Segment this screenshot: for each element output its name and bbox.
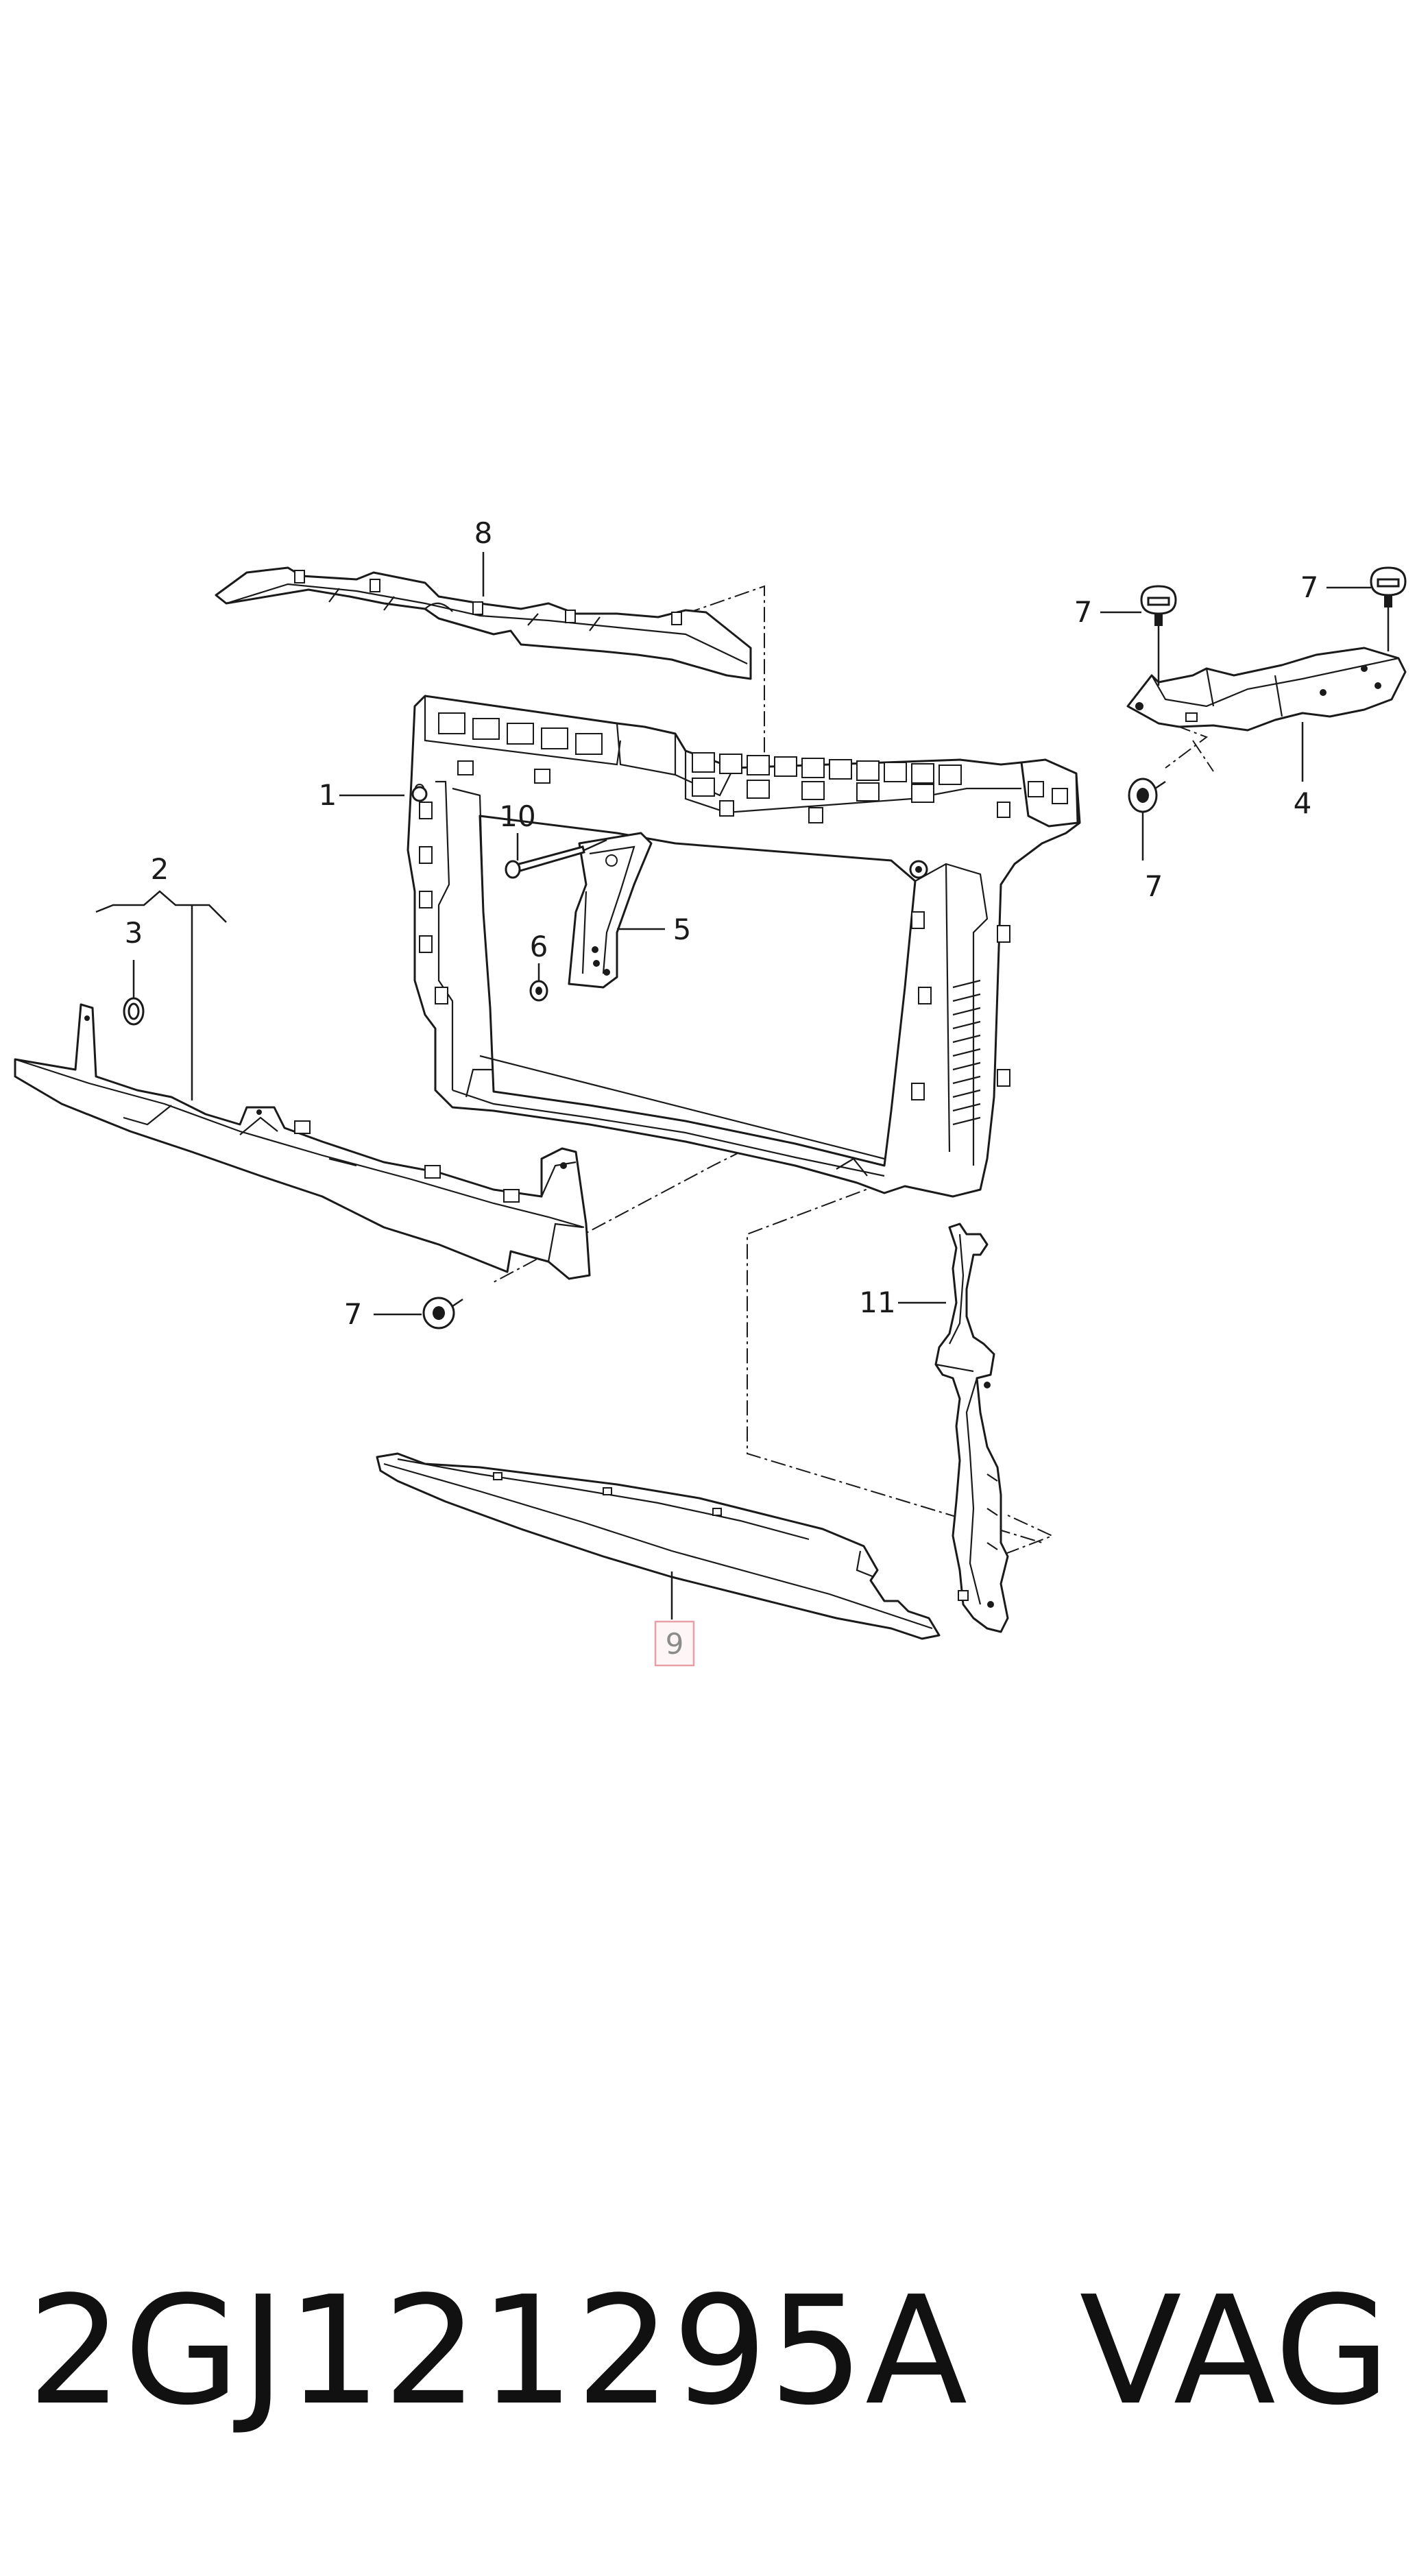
callout-7-right-lower: 7	[1145, 869, 1163, 903]
callout-7-crossmember: 7	[344, 1297, 363, 1331]
upper-trim-panel	[215, 566, 752, 680]
callout-1: 1	[319, 778, 337, 812]
highlighted-callout-box	[654, 1620, 695, 1667]
lock-nut	[529, 980, 548, 1002]
right-mounting-bracket	[1126, 647, 1407, 732]
callout-4: 4	[1294, 786, 1312, 820]
callout-3: 3	[125, 916, 143, 950]
callout-9: 9	[666, 1627, 684, 1661]
lock-bolt	[505, 839, 607, 879]
leader-lines	[95, 552, 1390, 1620]
callout-11: 11	[859, 1286, 895, 1319]
callout-5: 5	[673, 913, 692, 946]
clip-fastener-upper-right	[1370, 566, 1407, 607]
side-air-guide	[934, 1223, 1009, 1633]
callout-7-upper-right: 7	[1300, 570, 1319, 604]
footer: 2GJ121295A VAG	[27, 2273, 1392, 2431]
callouts: 8 1 10 5 6 2 3 4 7 7 7 7 11 9	[125, 516, 1319, 1667]
clip-fastener-upper-left	[1140, 585, 1177, 626]
part-number: 2GJ121295A	[27, 2265, 969, 2438]
callout-10: 10	[499, 799, 535, 833]
brand-name: VAG	[1079, 2265, 1392, 2438]
right-upper-grid	[692, 752, 962, 823]
radiator-frame-carrier	[407, 695, 1081, 1198]
lock-bracket	[568, 832, 653, 989]
callout-6: 6	[530, 930, 548, 963]
callout-7-upper-left: 7	[1074, 595, 1093, 629]
air-deflector	[376, 1452, 941, 1640]
callout-8: 8	[474, 516, 493, 550]
clip-fastener-right-lower	[1128, 778, 1166, 813]
right-pillar-ribs	[952, 979, 981, 1126]
crossmember-grommet	[123, 997, 145, 1026]
callout-2: 2	[151, 852, 169, 886]
clip-fastener-crossmember	[422, 1297, 463, 1329]
lower-crossmember	[14, 1003, 591, 1280]
